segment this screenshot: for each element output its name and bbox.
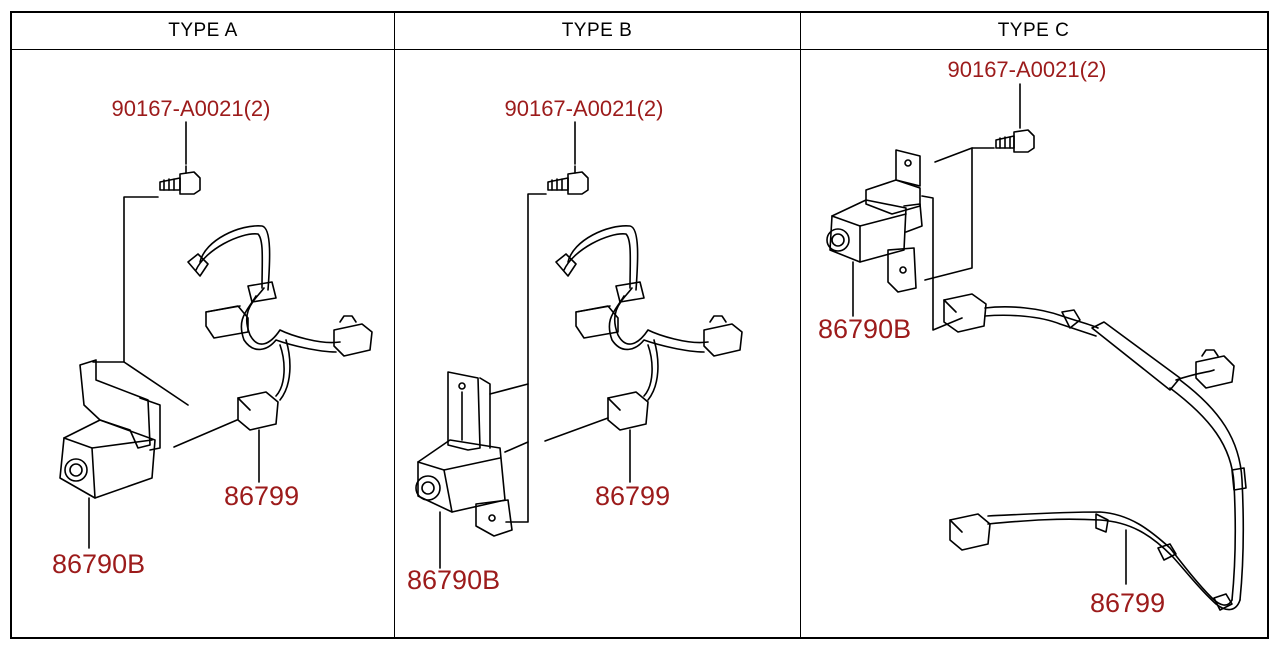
harness-icon	[943, 293, 1247, 611]
panel-b-title: TYPE B	[394, 13, 800, 50]
panel-c-harness-label: 86799	[1090, 588, 1165, 618]
panel-a-title: TYPE A	[12, 13, 394, 50]
harness-icon	[555, 225, 743, 483]
panel-divider-bc	[800, 13, 801, 637]
panel-c-bolt-label: 90167-A0021(2)	[947, 57, 1106, 82]
panel-b-bolt-label: 90167-A0021(2)	[504, 96, 663, 121]
bolt-icon	[995, 83, 1035, 153]
panel-a-bolt-label: 90167-A0021(2)	[111, 96, 270, 121]
panel-b-camera-label: 86790B	[407, 565, 500, 595]
panel-divider-ab	[394, 13, 395, 637]
panel-b-harness-label: 86799	[595, 481, 670, 511]
panel-a-harness-label: 86799	[224, 481, 299, 511]
panel-c-camera-label: 86790B	[818, 314, 911, 344]
bolt-icon	[159, 165, 201, 195]
panel-c-title: TYPE C	[800, 13, 1267, 50]
diagram-frame: TYPE A TYPE B TYPE C	[10, 11, 1269, 639]
panel-b-drawing	[415, 121, 743, 569]
harness-icon	[187, 225, 373, 483]
camera-icon	[415, 371, 513, 569]
camera-icon	[826, 149, 923, 317]
camera-icon	[59, 359, 161, 549]
panel-a-drawing	[59, 121, 373, 549]
bolt-icon	[547, 165, 589, 195]
panel-c-drawing	[826, 83, 1247, 611]
panel-a-camera-label: 86790B	[52, 549, 145, 579]
